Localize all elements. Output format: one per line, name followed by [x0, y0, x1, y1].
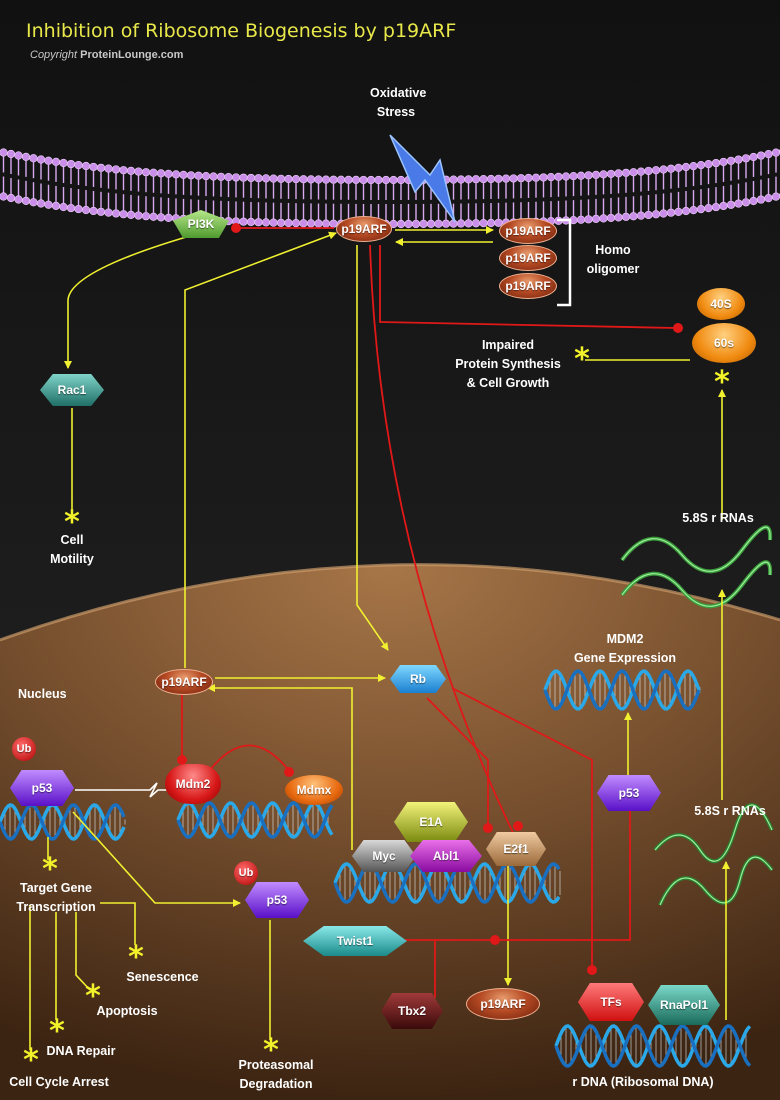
- target-gene-marker: *: [42, 852, 58, 887]
- p19arf-oligomer-node-2[interactable]: p19ARF: [499, 245, 557, 271]
- lightning-icon: [389, 134, 456, 223]
- senescence-label: Senescence: [126, 970, 199, 984]
- dna-repair-marker: *: [49, 1014, 65, 1049]
- ubiquitin-badge-left[interactable]: Ub: [12, 737, 36, 761]
- tbx2-node[interactable]: Tbx2: [381, 993, 443, 1029]
- rac1-node[interactable]: Rac1: [40, 374, 104, 406]
- p53-right-node[interactable]: p53: [597, 775, 661, 811]
- apoptosis-label: Apoptosis: [96, 1004, 158, 1018]
- cell-membrane: [0, 148, 780, 229]
- e1a-node[interactable]: E1A: [394, 802, 468, 842]
- p19arf-bottom-node[interactable]: p19ARF: [466, 988, 540, 1020]
- ubiquitin-badge-mid[interactable]: Ub: [234, 861, 258, 885]
- p53-mid-node[interactable]: p53: [245, 882, 309, 918]
- copyright-notice: Copyright ProteinLounge.com: [30, 49, 183, 61]
- rnapol1-node[interactable]: RnaPol1: [648, 985, 720, 1025]
- ribosome-marker: *: [714, 365, 730, 400]
- tfs-node[interactable]: TFs: [578, 983, 644, 1021]
- target-gene-transcription-label: Target Gene Transcription: [16, 881, 96, 914]
- proteasomal-marker: *: [263, 1033, 279, 1068]
- dna-repair-label: DNA Repair: [46, 1044, 116, 1058]
- dna-helix: [0, 803, 126, 841]
- myc-node[interactable]: Myc: [352, 840, 416, 872]
- abl1-node[interactable]: Abl1: [410, 840, 482, 872]
- homo-oligomer-label: Homo oligomer: [586, 243, 640, 276]
- proteasomal-degradation-label: Proteasomal Degradation: [238, 1058, 314, 1091]
- copyright-site: ProteinLounge.com: [80, 49, 184, 61]
- cell-cycle-arrest-label: Cell Cycle Arrest: [9, 1075, 109, 1089]
- dna-helix: [543, 669, 701, 711]
- p19arf-oligomer-node-3[interactable]: p19ARF: [499, 273, 557, 299]
- cell-motility-marker: *: [64, 505, 80, 540]
- oxidative-stress-label: Oxidative Stress: [370, 86, 427, 119]
- p19arf-membrane-node[interactable]: p19ARF: [336, 216, 392, 242]
- p19arf-oligomer-node-1[interactable]: p19ARF: [499, 218, 557, 244]
- impaired-synthesis-marker: *: [574, 342, 590, 377]
- dna-helix: [554, 1024, 752, 1068]
- rdna-label: r DNA (Ribosomal DNA): [572, 1075, 714, 1089]
- p53-left-node[interactable]: p53: [10, 770, 74, 806]
- diagram-title: Inhibition of Ribosome Biogenesis by p19…: [26, 20, 457, 42]
- impaired-protein-synthesis-label: Impaired Protein Synthesis & Cell Growth: [455, 338, 561, 390]
- rrna-mid-label: 5.8S r RNAs: [694, 804, 766, 818]
- ribosome-60s-node[interactable]: 60s: [692, 323, 756, 363]
- apoptosis-marker: *: [85, 979, 101, 1014]
- e2f1-node[interactable]: E2f1: [486, 832, 546, 866]
- mdmx-node[interactable]: Mdmx: [285, 775, 343, 805]
- nucleus-label: Nucleus: [18, 687, 67, 701]
- cell-cycle-arrest-marker: *: [23, 1043, 39, 1078]
- mdm2-gene-expression-label: MDM2 Gene Expression: [573, 632, 677, 665]
- cell-motility-label: Cell Motility: [50, 533, 94, 566]
- senescence-marker: *: [128, 940, 144, 975]
- dna-helix: [176, 801, 334, 839]
- twist1-node[interactable]: Twist1: [303, 926, 407, 956]
- rrna-top-label: 5.8S r RNAs: [682, 511, 754, 525]
- mdm2-node[interactable]: Mdm2: [165, 764, 221, 804]
- p19arf-nucleus-node[interactable]: p19ARF: [155, 669, 213, 695]
- ribosome-40s-node[interactable]: 40S: [697, 288, 745, 320]
- rb-node[interactable]: Rb: [390, 665, 446, 693]
- copyright-prefix: Copyright: [30, 49, 78, 61]
